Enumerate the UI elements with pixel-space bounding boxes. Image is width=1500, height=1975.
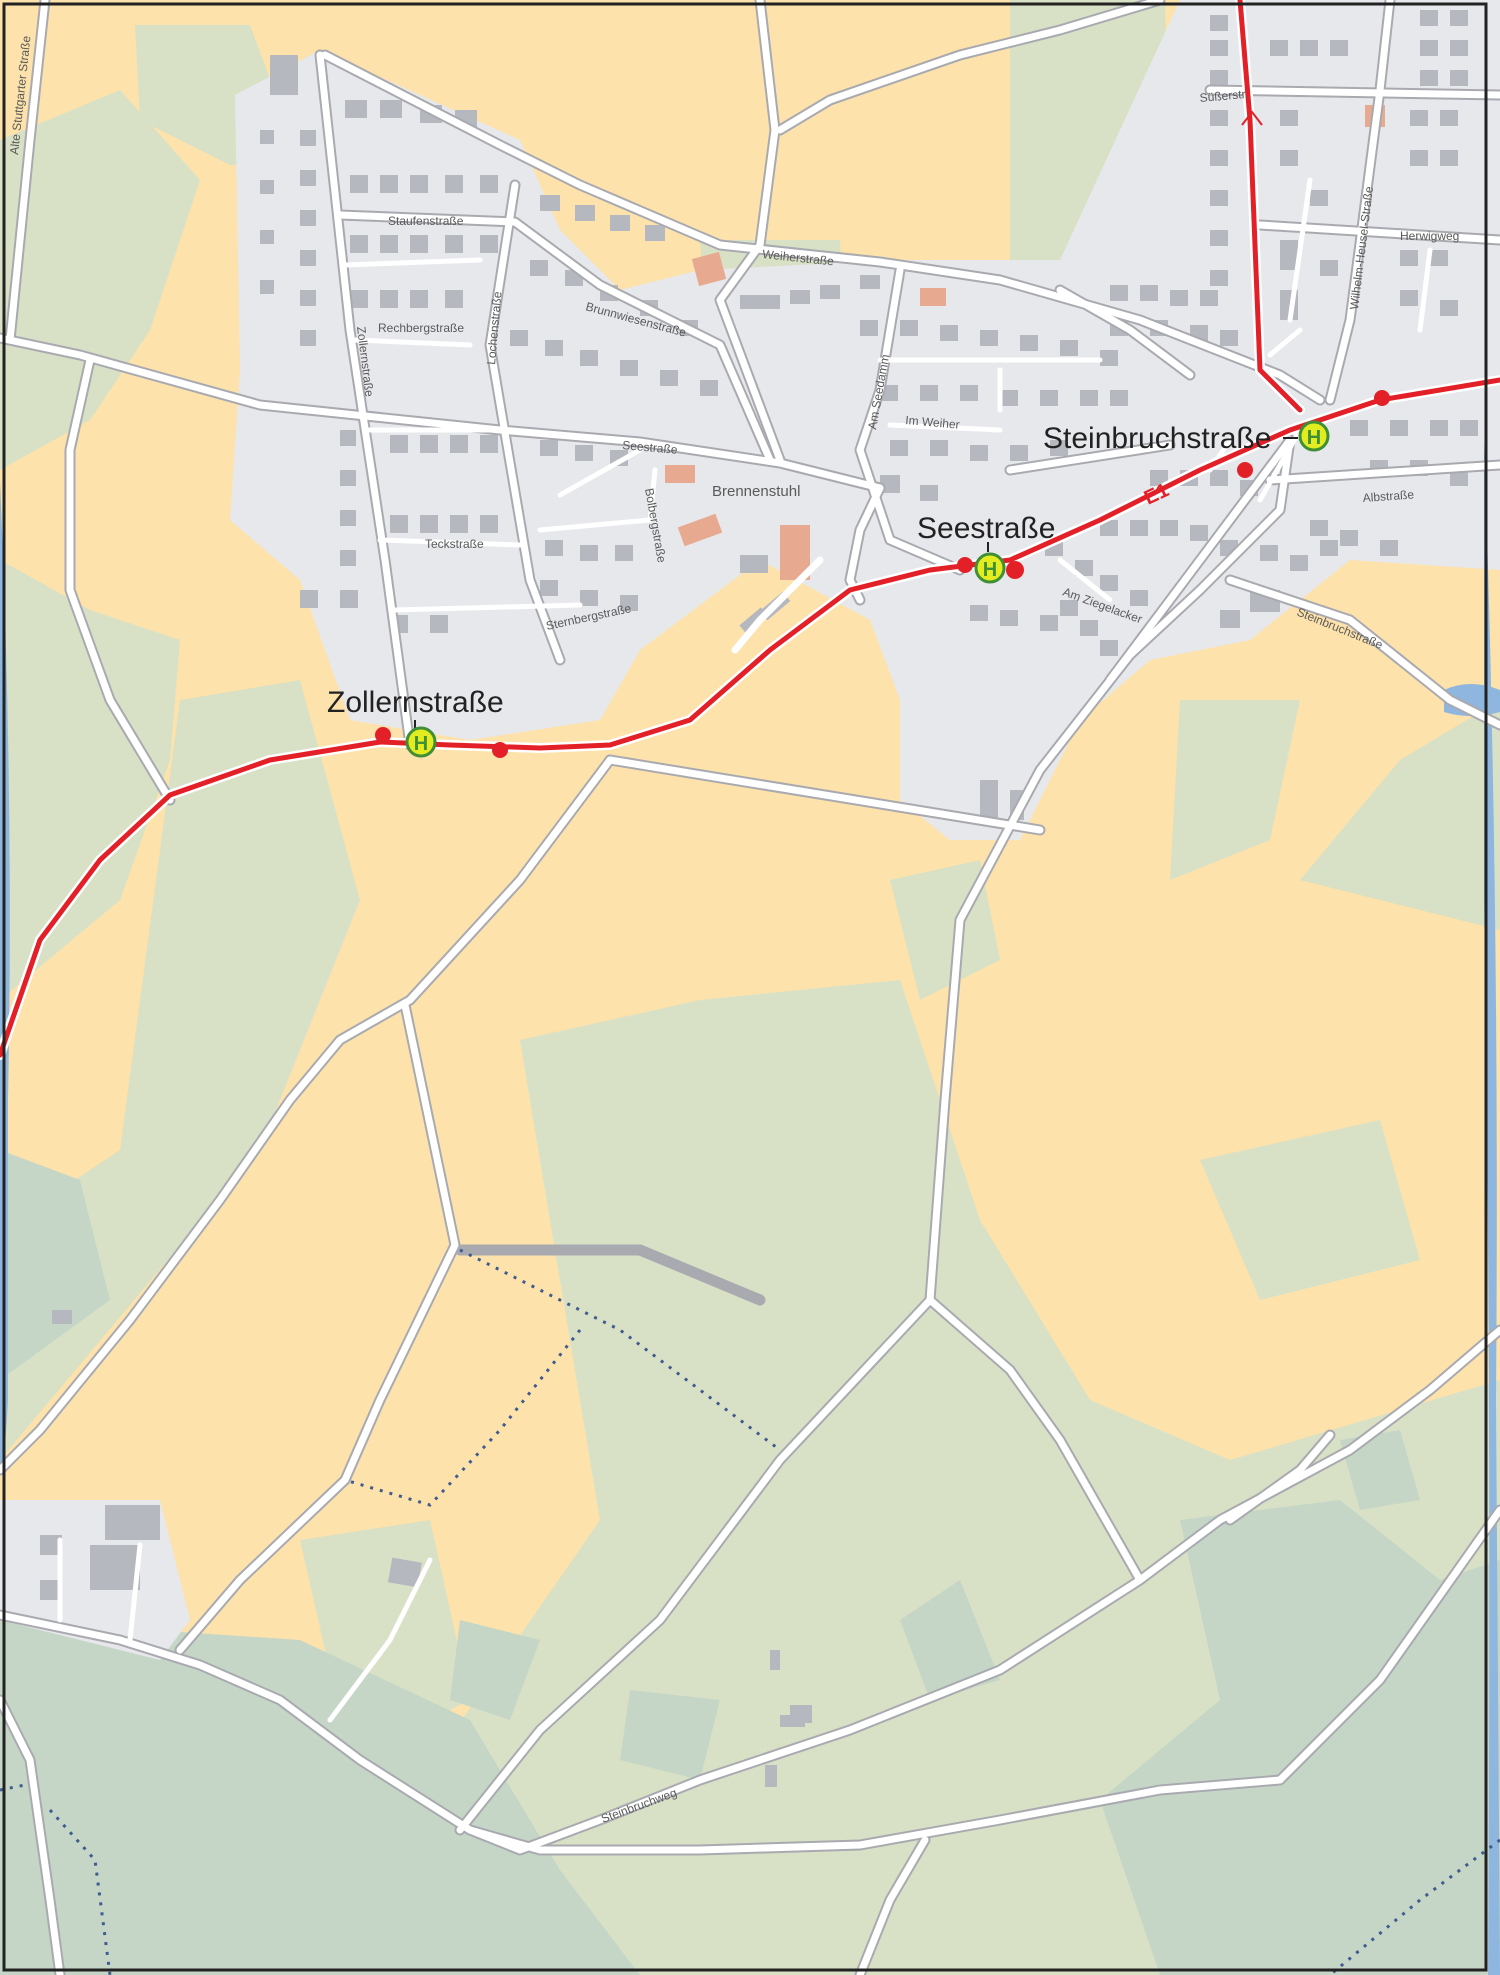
route-node [375,727,391,743]
street-label: Seestraße [622,438,679,457]
bus-stop-label: Steinbruchstraße [1043,422,1271,455]
route-node [1374,390,1390,406]
bus-stop-symbol: H [1307,427,1321,449]
bus-stop-label: Zollernstraße [327,686,504,719]
footpaths [0,1248,1500,1975]
direction-arrow-icon [1241,110,1263,126]
street-label: Lochenstraße [484,291,504,366]
street-label: Im Weiher [905,413,960,432]
street-label: Süßerstr. [1199,87,1249,105]
street-label: Rechbergstraße [378,321,464,335]
bus-stop-icon [974,552,1006,584]
bus-stop-icon [405,726,437,758]
bus-stop-label: Seestraße [917,512,1055,545]
route-node [957,557,973,573]
route-node [1237,462,1253,478]
street-label: Teckstraße [425,537,484,551]
street-label: Albstraße [1362,487,1415,505]
bus-stop-icon [1298,420,1330,452]
street-label: Herwigweg [1400,229,1459,243]
bus-stop-symbol: H [983,559,997,581]
street-label: Staufenstraße [388,214,464,228]
bus-stop-steinbruchstrasse[interactable]: H Steinbruchstraße [1043,420,1330,455]
public-buildings [665,105,1385,580]
route-node [492,742,508,758]
bus-stop-symbol: H [414,733,428,755]
route-node [1006,561,1024,579]
street-label: Brennenstuhl [712,483,800,500]
bus-stop-zollernstrasse[interactable]: H Zollernstraße [327,686,504,758]
bus-stop-seestrasse[interactable]: H Seestraße [917,512,1055,584]
forest-areas [0,1150,1500,1975]
bus-route-e1: E1 [0,0,1500,1060]
